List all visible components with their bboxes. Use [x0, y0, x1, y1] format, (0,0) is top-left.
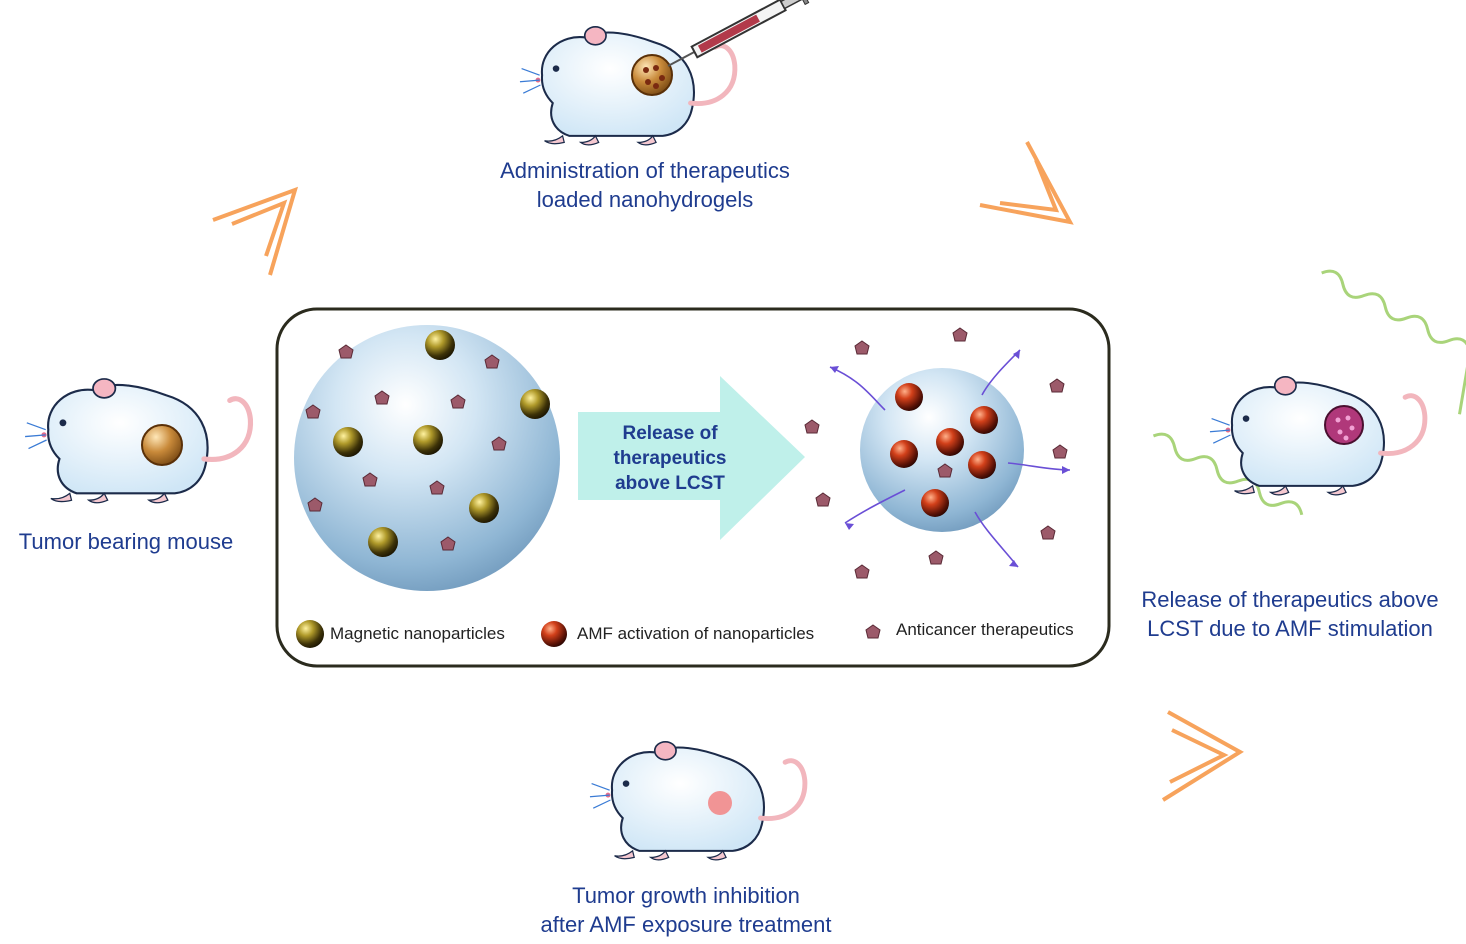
amf-wave-upper	[1321, 269, 1466, 415]
amf-wave-lower	[1152, 432, 1304, 516]
release-arrow-line3: above LCST	[615, 473, 725, 494]
tumor-right	[1324, 405, 1364, 445]
caption-release-amf-line2: LCST due to AMF stimulation	[1147, 616, 1433, 641]
cycle-arrow-top-right-inner	[999, 159, 1060, 213]
release-arrow	[578, 376, 805, 540]
mouse-left	[25, 379, 250, 503]
release-arrow-line2: therapeutics	[613, 448, 727, 469]
activated-nanoparticles	[890, 383, 998, 517]
nanohydrogel-swollen	[294, 325, 560, 591]
magnetic-nanoparticles	[333, 330, 550, 557]
caption-administration: Administration of therapeutics loaded na…	[460, 156, 830, 214]
tumor-top	[631, 54, 673, 96]
caption-release-amf: Release of therapeutics above LCST due t…	[1115, 585, 1465, 643]
legend-amf-label: AMF activation of nanoparticles	[577, 624, 815, 643]
cycle-arrow-bottom-right-inner	[1169, 728, 1229, 784]
mouse-bottom	[590, 742, 805, 860]
legend-anticancer-label: Anticancer therapeutics	[896, 620, 1074, 639]
caption-tumor-bearing: Tumor bearing mouse	[0, 527, 252, 556]
tumor-top-dots	[643, 65, 665, 89]
caption-release-amf-line1: Release of therapeutics above	[1141, 587, 1439, 612]
caption-tumor-inhibition-line1: Tumor growth inhibition	[572, 883, 800, 908]
cycle-arrow-top-left	[212, 186, 299, 276]
caption-administration-line2: loaded nanohydrogels	[536, 187, 754, 212]
caption-tumor-bearing-line1: Tumor bearing mouse	[18, 529, 234, 554]
cycle-arrow-top-left-inner	[231, 199, 288, 257]
tumor-bottom	[708, 791, 732, 815]
caption-administration-line1: Administration of therapeutics	[500, 158, 790, 183]
cycle-arrow-bottom-right	[1161, 710, 1244, 802]
release-arrowheads	[830, 350, 1070, 567]
caption-tumor-inhibition: Tumor growth inhibition after AMF exposu…	[500, 881, 872, 939]
mouse-right	[1210, 377, 1425, 495]
release-arrow-label: Release of therapeutics above LCST	[590, 421, 750, 496]
syringe-icon	[667, 0, 810, 67]
caption-tumor-inhibition-line2: after AMF exposure treatment	[540, 912, 832, 937]
legend-magnetic-label: Magnetic nanoparticles	[330, 624, 505, 643]
legend-magnetic-marker	[296, 620, 324, 648]
release-arrow-line1: Release of	[622, 423, 718, 444]
legend-amf-marker	[541, 621, 567, 647]
tumor-left	[141, 424, 183, 466]
tumor-right-dots	[1335, 415, 1355, 441]
